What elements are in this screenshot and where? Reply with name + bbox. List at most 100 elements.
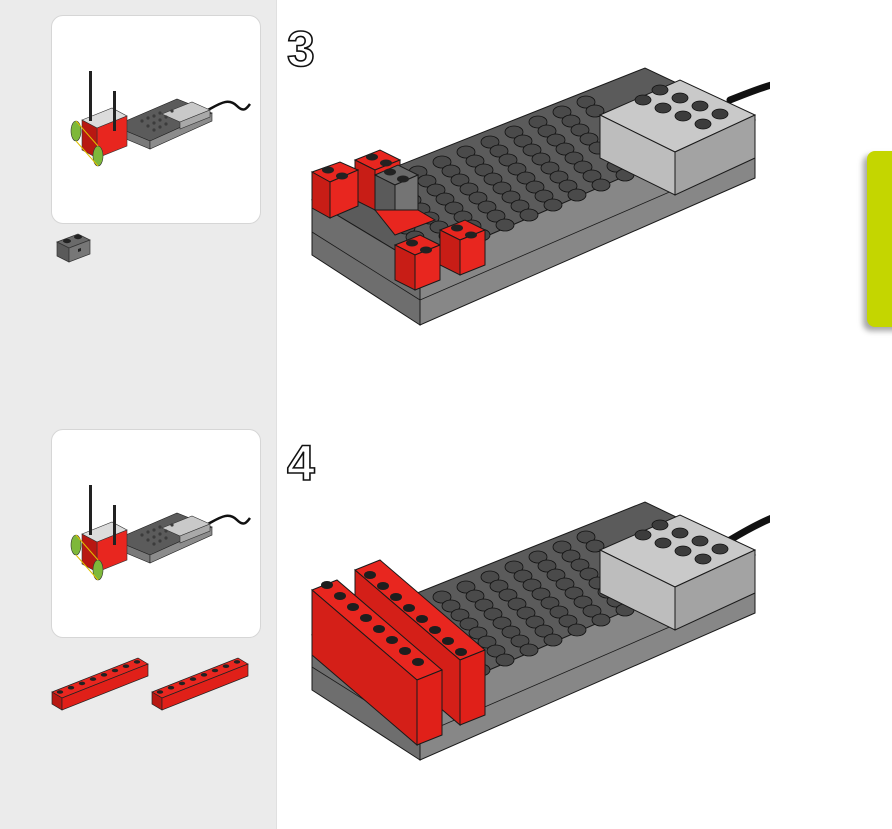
red-technic-brick [438, 219, 487, 276]
beam-stud [189, 677, 197, 681]
stud [426, 183, 446, 197]
stud [465, 589, 485, 603]
stud [528, 115, 548, 129]
stud [585, 104, 605, 118]
stud [537, 124, 557, 138]
beam-stud [347, 603, 359, 611]
stud [519, 208, 539, 222]
beam-stud [78, 681, 86, 686]
stud [465, 154, 485, 168]
beam-stud [67, 685, 75, 690]
step-3-main-illustration [310, 67, 770, 326]
stud [459, 617, 479, 631]
stud [483, 607, 503, 621]
stud [501, 190, 521, 204]
stud [570, 123, 590, 137]
stud [468, 191, 488, 205]
stud [435, 192, 455, 206]
stud [456, 580, 476, 594]
stud [507, 162, 527, 176]
beam-stud [100, 673, 108, 677]
stud [540, 161, 560, 175]
beam-stud [200, 673, 208, 677]
stud [522, 578, 542, 592]
beam-stud [334, 592, 346, 600]
stud [579, 567, 599, 581]
stud [549, 170, 569, 184]
stud [570, 558, 590, 572]
stud [561, 549, 581, 563]
stud [495, 653, 515, 667]
beam-stud [412, 658, 424, 666]
stud [534, 189, 554, 203]
stud [477, 635, 497, 649]
stud [591, 178, 611, 192]
stud [483, 172, 503, 186]
stud [516, 606, 536, 620]
stud [504, 125, 524, 139]
stud [573, 160, 593, 174]
technic-brick-1x2-axle-hole-icon [56, 233, 91, 263]
stud [516, 171, 536, 185]
beam-stud [233, 660, 241, 664]
stud [564, 586, 584, 600]
stud [474, 163, 494, 177]
stud [441, 164, 461, 178]
stud [543, 633, 563, 647]
stud [486, 209, 506, 223]
stud [513, 569, 533, 583]
red-technic-brick [393, 234, 442, 291]
stud [582, 604, 602, 618]
side-navigation-tab[interactable] [867, 151, 892, 327]
stud [546, 133, 566, 147]
beam-stud [386, 636, 398, 644]
stud [522, 143, 542, 157]
stud [456, 145, 476, 159]
model-preview-icon [70, 71, 252, 167]
stud [432, 155, 452, 169]
stud [555, 142, 575, 156]
beam-stud [321, 581, 333, 589]
stud [531, 152, 551, 166]
beam-stud [222, 664, 230, 668]
stud [591, 613, 611, 627]
beam-stud [429, 626, 441, 634]
stud [561, 114, 581, 128]
stud [552, 105, 572, 119]
stud [540, 596, 560, 610]
stud [564, 151, 584, 165]
stud [480, 570, 500, 584]
technic-beam-1x8-icon [51, 657, 149, 711]
technic-beam-1x8-icon [151, 657, 249, 711]
beam-stud [377, 582, 389, 590]
stud [543, 198, 563, 212]
beam-stud [360, 614, 372, 622]
step-3-model-preview[interactable] [51, 15, 261, 224]
beam-stud [416, 615, 428, 623]
stud [576, 530, 596, 544]
stud [510, 634, 530, 648]
stud [432, 590, 452, 604]
step-4-model-preview[interactable] [51, 429, 261, 638]
step-number-4: 4 [286, 435, 315, 491]
stud [525, 615, 545, 629]
stud [441, 599, 461, 613]
step-4-main-illustration [310, 501, 770, 761]
stud [498, 153, 518, 167]
stud [492, 616, 512, 630]
stud [495, 218, 515, 232]
stud [489, 579, 509, 593]
stud [507, 597, 527, 611]
stud [480, 135, 500, 149]
stud [582, 169, 602, 183]
stud [468, 626, 488, 640]
stud [492, 181, 512, 195]
stud [513, 134, 533, 148]
stud [498, 588, 518, 602]
stud [450, 608, 470, 622]
stud [558, 179, 578, 193]
stud [555, 577, 575, 591]
stud [510, 199, 530, 213]
stud [528, 550, 548, 564]
step-number-3: 3 [286, 21, 315, 77]
